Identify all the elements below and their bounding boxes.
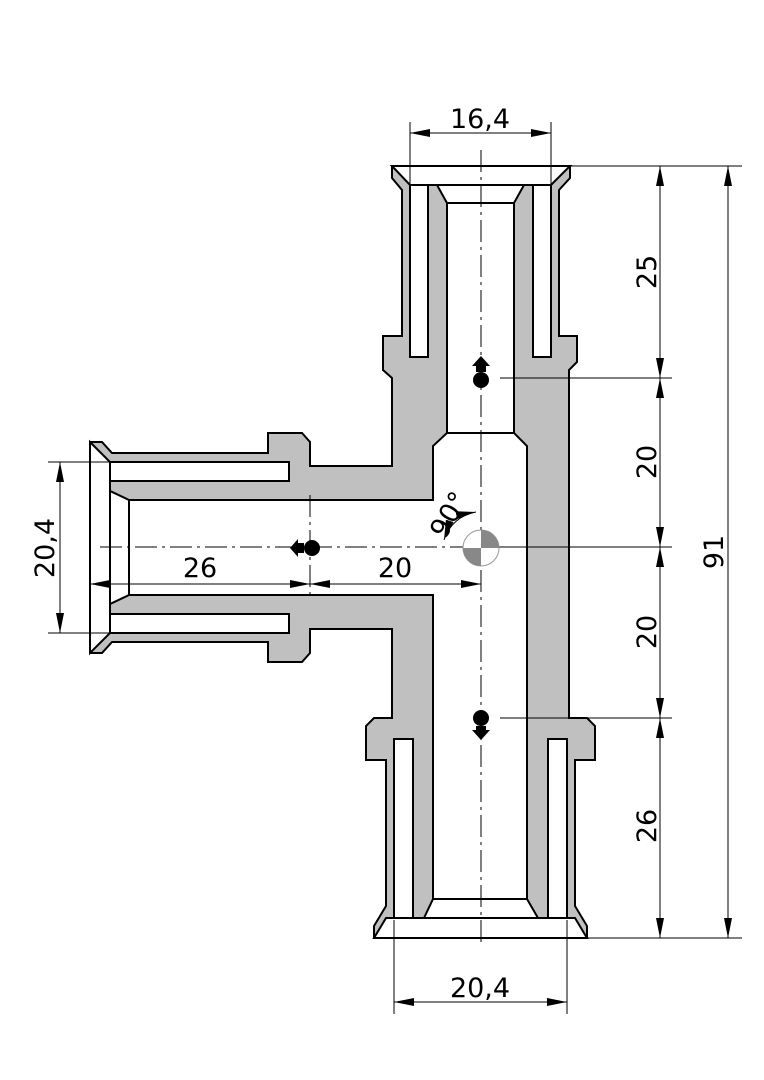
dim-left-to-center: 20 [378,553,412,584]
dim-right-top: 25 [632,255,663,289]
slot-bottom-left [393,738,414,919]
datum-symbols [290,356,500,740]
datum-up-icon [472,356,490,388]
dim-right-lower-mid: 20 [632,615,663,649]
slot-top-right [532,184,552,358]
dim-top-width: 16,4 [450,104,510,135]
slot-bottom-right [547,738,568,919]
slot-top-left [409,184,429,358]
dim-left-height: 20,4 [30,518,61,578]
dimension-lines [56,129,732,1006]
dim-right-bottom: 26 [632,809,663,843]
slot-left-bottom [109,613,290,634]
slot-left-top [109,461,290,482]
datum-left-icon [290,539,320,557]
dim-bottom-width: 20,4 [450,973,510,1004]
fitting-section [89,165,596,939]
center-mark-icon [462,529,500,567]
dim-left-branch: 26 [183,553,217,584]
datum-down-icon [472,710,490,740]
dim-right-upper-mid: 20 [632,445,663,479]
dim-overall-height: 91 [699,535,730,569]
